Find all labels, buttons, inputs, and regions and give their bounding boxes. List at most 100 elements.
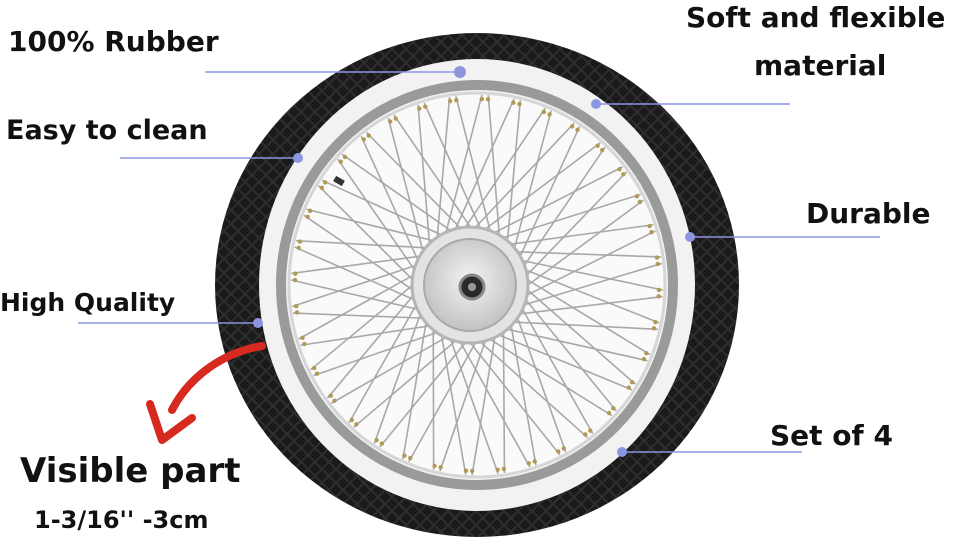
spoke — [514, 258, 664, 291]
label-durable: Durable — [806, 197, 931, 230]
spoke-nipple — [541, 109, 546, 115]
spoke — [491, 331, 633, 391]
spoke-nipple — [354, 422, 359, 427]
spoke — [505, 100, 522, 249]
spoke-nipple — [532, 459, 537, 464]
spokes — [290, 94, 664, 476]
spoke-nipple — [495, 467, 500, 472]
spoke — [483, 334, 613, 417]
spoke-nipple — [307, 208, 313, 214]
spoke — [331, 333, 453, 404]
spoke-nipple — [423, 104, 428, 109]
spoke — [306, 208, 441, 244]
spoke — [521, 171, 628, 282]
spoke — [455, 96, 493, 239]
spoke-nipple — [561, 446, 567, 451]
spoke-nipple — [438, 465, 443, 470]
spoke-nipple — [349, 417, 354, 423]
spoke-nipple — [469, 468, 475, 474]
spoke-nipple — [454, 98, 459, 103]
spoke-nipple — [296, 245, 301, 251]
spoke-nipple — [600, 147, 605, 153]
spoke-nipple — [547, 112, 552, 117]
spoke — [293, 312, 431, 320]
spoke — [291, 262, 424, 308]
spoke-nipple — [374, 437, 379, 443]
spoke — [512, 295, 663, 316]
spoke — [514, 310, 567, 453]
spoke — [521, 284, 637, 385]
spoke — [503, 223, 654, 246]
spoke-nipple — [653, 319, 658, 325]
red-curved-arrow-icon — [146, 342, 266, 444]
spoke-nipple — [595, 143, 600, 148]
spoke-nipple — [654, 255, 660, 260]
spoke-nipple — [649, 229, 654, 235]
spoke-nipple — [314, 371, 320, 376]
spoke — [360, 135, 422, 268]
spoke-nipple — [393, 116, 398, 121]
spoke-nipple — [637, 199, 643, 205]
spoke-nipple — [626, 385, 631, 390]
spoke-nipple — [302, 341, 307, 347]
spoke — [373, 306, 424, 444]
spoke — [509, 318, 537, 466]
spoke — [300, 324, 437, 347]
spoke-nipple — [305, 214, 310, 219]
spoke-nipple — [556, 449, 561, 454]
spoke — [408, 335, 480, 463]
spoke-nipple — [319, 185, 325, 190]
spoke-nipple — [569, 124, 575, 129]
spoke — [519, 230, 656, 300]
label-soft-line1: Soft and flexible — [686, 1, 946, 34]
spoke-nipple — [634, 194, 640, 199]
spoke — [294, 246, 422, 304]
rim — [276, 80, 678, 490]
spoke-nipple — [379, 441, 385, 446]
spoke — [487, 166, 623, 237]
label-visible-part: Visible part — [20, 451, 241, 491]
spoke — [451, 98, 515, 237]
spoke — [298, 270, 421, 340]
spoke-nipple — [294, 310, 300, 315]
spoke-nipple — [311, 365, 317, 371]
spoke — [509, 250, 661, 258]
spoke-nipple — [526, 461, 531, 466]
spoke-nipple — [651, 326, 657, 331]
label-high-quality: High Quality — [0, 288, 176, 317]
spoke-nipple — [617, 167, 622, 172]
spoke — [506, 320, 658, 331]
spoke — [326, 289, 419, 399]
spoke-nipple — [447, 98, 453, 104]
callout-lines — [78, 71, 880, 453]
spoke-nipple — [463, 468, 469, 473]
callout-dots — [253, 66, 695, 457]
spoke-nipple — [656, 294, 661, 299]
spoke — [469, 122, 575, 234]
spoke-nipple — [575, 127, 580, 133]
spoke — [317, 185, 419, 286]
valve-stem — [333, 175, 345, 187]
spoke-nipple — [402, 453, 407, 458]
spoke-nipple — [621, 172, 626, 177]
spoke — [435, 97, 451, 246]
label-100-rubber: 100% Rubber — [8, 25, 219, 58]
spoke-nipple — [517, 101, 522, 107]
spoke-nipple — [588, 428, 593, 433]
label-easy-to-clean: Easy to clean — [6, 115, 208, 146]
label-soft-line2: material — [754, 49, 887, 82]
spoke — [290, 279, 426, 312]
spoke — [518, 302, 594, 435]
spoke-nipple — [366, 133, 371, 138]
spoke-nipple — [479, 96, 485, 102]
spoke — [516, 126, 581, 264]
spoke-nipple — [417, 106, 422, 111]
spoke — [313, 329, 445, 377]
spoke-nipple — [323, 180, 328, 185]
spoke — [520, 275, 651, 356]
spoke — [387, 117, 426, 260]
spoke — [423, 102, 485, 236]
spoke — [439, 327, 467, 475]
